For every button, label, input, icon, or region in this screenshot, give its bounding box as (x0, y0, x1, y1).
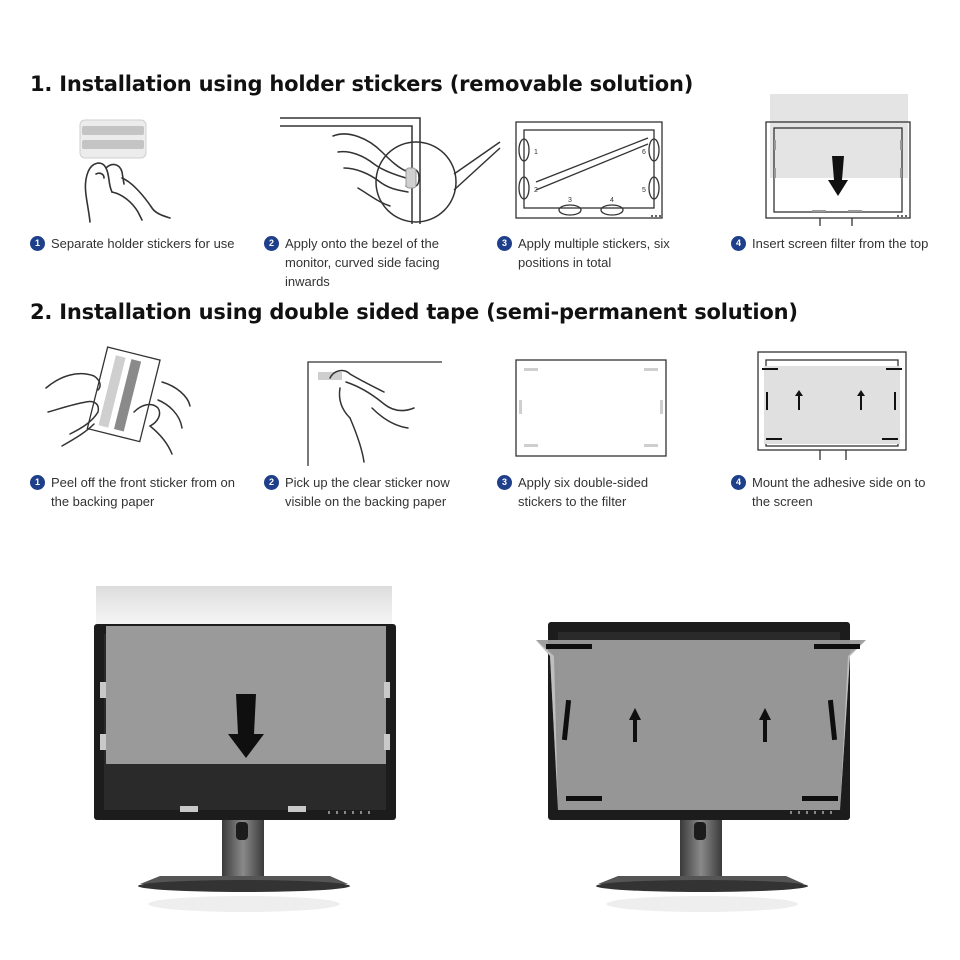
arrow-down-icon (228, 694, 264, 758)
arrow-up-icon (795, 390, 803, 410)
hand-icon (84, 162, 171, 223)
step-text: Pick up the clear sticker now visible on… (285, 475, 450, 509)
step-number-badge: 2 (264, 475, 279, 490)
step-number-badge: 1 (30, 475, 45, 490)
section-2-title: 2. Installation using double sided tape … (30, 300, 798, 324)
position-label: 5 (642, 187, 646, 194)
sticker-icon (98, 355, 126, 428)
step-2-1: 1 Peel off the front sticker from on the… (30, 473, 250, 511)
step-number-badge: 2 (264, 236, 279, 251)
arrow-down-icon (828, 156, 848, 196)
step-text: Apply six double-sided stickers to the f… (518, 475, 649, 509)
position-label: 1 (534, 149, 538, 156)
hand-icon (329, 369, 415, 463)
step-text: Peel off the front sticker from on the b… (51, 475, 236, 509)
hand-icon (45, 372, 191, 455)
step-number-badge: 1 (30, 236, 45, 251)
step-1-2: 2 Apply onto the bezel of the monitor, c… (264, 234, 474, 291)
step-text: Mount the adhesive side on to the screen (752, 475, 926, 509)
step-text: Insert screen filter from the top (752, 236, 929, 251)
step-number-badge: 4 (731, 475, 746, 490)
pick-sticker-illustration (307, 361, 442, 466)
step-1-3: 3 Apply multiple stickers, six positions… (497, 234, 707, 272)
step-2-3: 3 Apply six double-sided stickers to the… (497, 473, 687, 511)
step-2-2: 2 Pick up the clear sticker now visible … (264, 473, 474, 511)
step-text: Separate holder stickers for use (51, 236, 235, 251)
arrow-up-icon (629, 708, 641, 742)
six-positions-illustration: 1 2 3 4 5 6 (515, 121, 663, 219)
section-1-title: 1. Installation using holder stickers (r… (30, 72, 694, 96)
step-text: Apply multiple stickers, six positions i… (518, 236, 670, 270)
step-number-badge: 3 (497, 236, 512, 251)
step-2-4: 4 Mount the adhesive side on to the scre… (731, 473, 941, 511)
step-number-badge: 3 (497, 475, 512, 490)
arrow-up-icon (857, 390, 865, 410)
insert-filter-illustration (765, 94, 911, 226)
mount-adhesive-illustration (757, 351, 907, 460)
sticker-icon (114, 359, 142, 432)
bezel-zoom-illustration (280, 117, 501, 224)
step-1-4: 4 Insert screen filter from the top (731, 234, 941, 253)
monitor-mount-filter-photo (536, 622, 866, 912)
position-label: 6 (642, 149, 646, 156)
position-label: 2 (534, 187, 538, 194)
step-text: Apply onto the bezel of the monitor, cur… (285, 236, 440, 289)
hand-icon (332, 133, 420, 207)
step-1-1: 1 Separate holder stickers for use (30, 234, 240, 253)
filter-six-stickers-illustration (515, 359, 667, 457)
peel-sticker-illustration (45, 346, 191, 455)
hand-holding-stickers-illustration (79, 119, 171, 223)
position-label: 4 (610, 197, 614, 204)
sticker-icon (318, 372, 342, 380)
arrow-up-icon (759, 708, 771, 742)
step-number-badge: 4 (731, 236, 746, 251)
monitor-insert-filter-photo (94, 586, 396, 912)
position-label: 3 (568, 197, 572, 204)
